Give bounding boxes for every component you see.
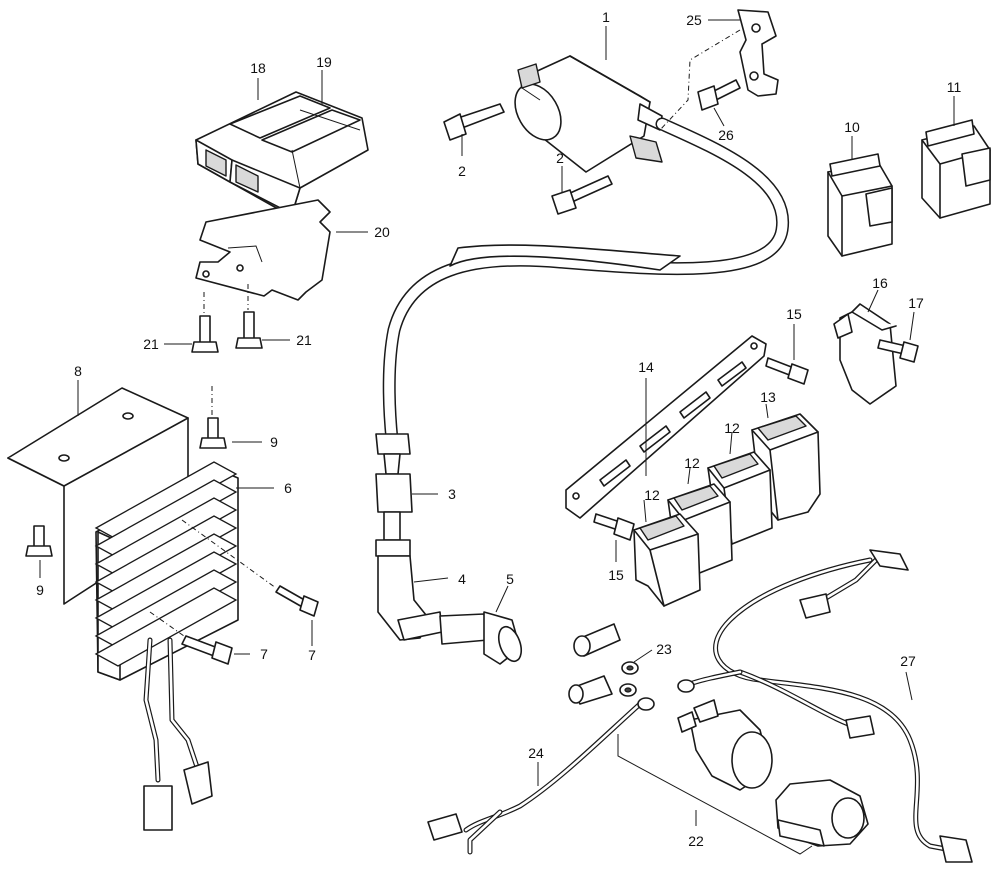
- terminal-cap-lower: [568, 675, 613, 705]
- callout-24: 24: [528, 745, 544, 761]
- bolt-9-left: [25, 525, 53, 557]
- callout-27: 27: [900, 653, 916, 669]
- callout-25: 25: [686, 12, 702, 28]
- callout-26: 26: [718, 127, 734, 143]
- relay-bolt: [877, 339, 919, 363]
- callout-23: 23: [656, 641, 672, 657]
- rail-bolt-lower: [593, 513, 635, 541]
- callout-13: 13: [760, 389, 776, 405]
- ignition-cable: [375, 117, 790, 557]
- starter-relay: [677, 699, 773, 791]
- bolt-21-left: [191, 315, 219, 353]
- voltage-regulator: [94, 461, 239, 681]
- battery-cable: [427, 697, 655, 855]
- callout-21b: 21: [296, 332, 312, 348]
- bolt-7-lower: [181, 635, 233, 665]
- main-harness: [677, 549, 973, 863]
- relay-11: [921, 119, 991, 219]
- callout-11: 11: [947, 79, 962, 95]
- coil-bracket: [737, 9, 779, 97]
- coil-bolt-lower: [551, 175, 613, 215]
- callout-1: 1: [602, 9, 610, 25]
- plug-cover: [439, 611, 523, 665]
- callout-16: 16: [872, 275, 888, 291]
- bolt-21-right: [235, 311, 263, 349]
- callout-9b: 9: [36, 582, 44, 598]
- callout-15b: 15: [608, 567, 624, 583]
- callout-10: 10: [844, 119, 860, 135]
- rail-bolt-upper: [765, 357, 809, 385]
- callout-17: 17: [908, 295, 924, 311]
- starter-relay-cover: [775, 779, 869, 847]
- ecu-bracket: [195, 199, 331, 301]
- relay-10: [827, 153, 893, 257]
- regulator-wiring: [143, 637, 213, 831]
- callout-12c: 12: [724, 420, 740, 436]
- callout-19: 19: [316, 54, 332, 70]
- relay-12-c: [633, 513, 701, 607]
- bolt-9-top: [199, 417, 227, 449]
- leader-lines: [39, 19, 955, 826]
- callout-8: 8: [74, 363, 82, 379]
- callout-21a: 21: [143, 336, 159, 352]
- callout-5: 5: [506, 571, 514, 587]
- ignition-coil: [514, 55, 663, 173]
- callout-15a: 15: [786, 306, 802, 322]
- callout-6: 6: [284, 480, 292, 496]
- callout-labels: 1 2 2 3 4 5 6 7 7 8 9 9 10 11 12 12 12 1…: [36, 9, 961, 849]
- ecu-unit: [195, 91, 369, 215]
- bolt-7-right: [275, 585, 319, 617]
- relay-16: [833, 303, 897, 405]
- callout-22: 22: [688, 833, 704, 849]
- spark-plug-cap: [377, 555, 443, 641]
- callout-7b: 7: [308, 647, 316, 663]
- callout-12a: 12: [644, 487, 660, 503]
- relay-rail: [565, 335, 767, 519]
- terminal-nut-lower: [619, 683, 637, 697]
- callout-4: 4: [458, 571, 466, 587]
- callout-12b: 12: [684, 455, 700, 471]
- callout-2b: 2: [556, 150, 564, 166]
- callout-3: 3: [448, 486, 456, 502]
- callout-20: 20: [374, 224, 390, 240]
- callout-9a: 9: [270, 434, 278, 450]
- callout-2a: 2: [458, 163, 466, 179]
- coil-bolt-upper: [443, 103, 505, 141]
- callout-7a: 7: [260, 646, 268, 662]
- terminal-cap-upper: [573, 623, 621, 657]
- callout-18: 18: [250, 60, 266, 76]
- callout-14: 14: [638, 359, 654, 375]
- bracket-bolt: [697, 79, 741, 111]
- terminal-nut-upper: [621, 661, 639, 675]
